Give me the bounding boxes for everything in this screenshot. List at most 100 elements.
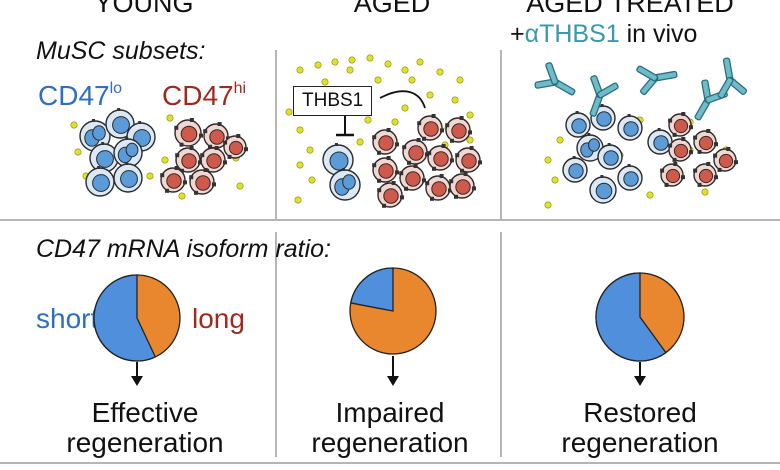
cd47-hi-cell <box>455 146 482 173</box>
yellow-dot <box>306 146 314 154</box>
antibody-layer <box>534 57 748 121</box>
yellow-dot <box>285 108 293 116</box>
yellow-dot <box>556 136 564 144</box>
yellow-dot <box>456 76 464 84</box>
cd47-hi-cell <box>693 162 718 187</box>
arrows-layer <box>131 356 646 386</box>
cd47-lo-label: CD47lo <box>38 80 122 112</box>
divider-vertical-2 <box>500 50 502 220</box>
yellow-dot <box>296 161 304 169</box>
divider-vertical-3 <box>275 232 277 457</box>
cd47-lo-cell <box>617 114 643 141</box>
yellow-dot <box>401 66 409 74</box>
cd47-lo-cell <box>329 168 361 201</box>
outcome-restored-line2: regeneration <box>561 427 719 458</box>
yellow-dot <box>348 56 356 64</box>
yellow-dot <box>356 138 364 146</box>
yellow-dot <box>436 68 444 76</box>
cd47-lo-cell <box>597 143 623 170</box>
cd47-lo-cell <box>322 143 354 176</box>
cd47-hi-label: CD47hi <box>162 80 246 112</box>
treatment-antibody: αTHBS1 <box>524 20 620 48</box>
down-arrow-icon <box>634 362 646 386</box>
yellow-dot <box>178 192 186 200</box>
yellow-dot <box>321 78 329 86</box>
thbs1-box: THBS1 <box>293 86 373 116</box>
yellow-dot <box>331 58 339 66</box>
cd47-hi-cell <box>402 138 429 165</box>
divider-vertical-4 <box>500 232 502 457</box>
yellow-dot <box>364 116 372 124</box>
outcome-young-line1: Effective <box>91 397 199 428</box>
outcome-restored: Restored regeneration <box>515 398 765 458</box>
cd47-hi-cell <box>417 114 444 141</box>
yellow-dot <box>426 91 434 99</box>
yellow-dot <box>544 156 552 164</box>
cd47-lo-cell <box>565 111 591 138</box>
column-header-aged-treated: AGED TREATED <box>526 0 734 18</box>
isoform-title: CD47 mRNA isoform ratio: <box>36 235 331 263</box>
antibody-icon <box>589 75 619 117</box>
cd47-hi-cell <box>223 134 248 159</box>
cd47-hi-cell <box>399 164 426 191</box>
yellow-dot <box>161 156 169 164</box>
cd47-hi-cell <box>377 181 404 208</box>
divider-bottom <box>0 462 780 464</box>
yellow-dot <box>401 104 409 112</box>
cd47-hi-cell <box>175 146 202 173</box>
yellow-dot <box>544 201 552 209</box>
yellow-dot <box>391 118 399 126</box>
outcome-aged-line1: Impaired <box>335 397 445 428</box>
antibody-icon <box>636 65 678 96</box>
divider-vertical-1 <box>275 50 277 220</box>
cd47-hi-cell <box>160 166 187 193</box>
cd47-lo-base: CD47 <box>38 80 110 111</box>
short-isoform-slice <box>595 272 667 362</box>
long-label: long <box>192 303 245 334</box>
yellow-dot <box>646 191 654 199</box>
yellow-dot <box>366 54 374 62</box>
yellow-dot <box>416 58 424 66</box>
cd47-hi-cell <box>189 168 216 195</box>
yellow-dot <box>466 136 474 144</box>
cd47-lo-cell <box>113 137 143 168</box>
outcome-young-line2: regeneration <box>66 427 224 458</box>
yellow-dot <box>74 148 82 156</box>
cd47-lo-cell <box>589 175 617 204</box>
column-header-aged: AGED <box>353 0 431 18</box>
cd47-lo-cell <box>562 156 588 183</box>
isoform-pie <box>595 272 685 362</box>
yellow-dot <box>296 66 304 74</box>
short-isoform-slice <box>93 274 157 362</box>
cd47-hi-cell <box>668 112 693 137</box>
antibody-icon <box>534 62 576 96</box>
outcome-aged-line2: regeneration <box>311 427 469 458</box>
yellow-dot <box>384 60 392 68</box>
cd47-lo-cell <box>617 164 643 191</box>
antibody-icon <box>717 57 748 99</box>
yellow-dot <box>314 61 322 69</box>
yellow-dot <box>551 176 559 184</box>
cd47-hi-cell <box>372 128 399 155</box>
yellow-dot <box>294 196 302 204</box>
treatment-label: +αTHBS1 in vivo <box>510 20 697 49</box>
yellow-dot <box>296 126 304 134</box>
outcome-restored-line1: Restored <box>583 397 697 428</box>
yellow-dot <box>701 188 709 196</box>
yellow-dot <box>466 111 474 119</box>
yellow-dot <box>451 96 459 104</box>
antibody-icon <box>694 79 728 121</box>
short-label: short <box>36 303 99 334</box>
yellow-dot <box>308 176 316 184</box>
down-arrow-icon <box>387 356 399 386</box>
cd47-hi-cell <box>713 147 738 172</box>
isoform-pie <box>93 274 181 362</box>
cd47-hi-sup: hi <box>233 80 247 97</box>
cd47-lo-sup: lo <box>109 80 123 97</box>
yellow-dot <box>166 114 174 122</box>
cd47-hi-cell <box>668 137 693 162</box>
cd47-hi-base: CD47 <box>162 80 234 111</box>
yellow-dot <box>346 66 354 74</box>
